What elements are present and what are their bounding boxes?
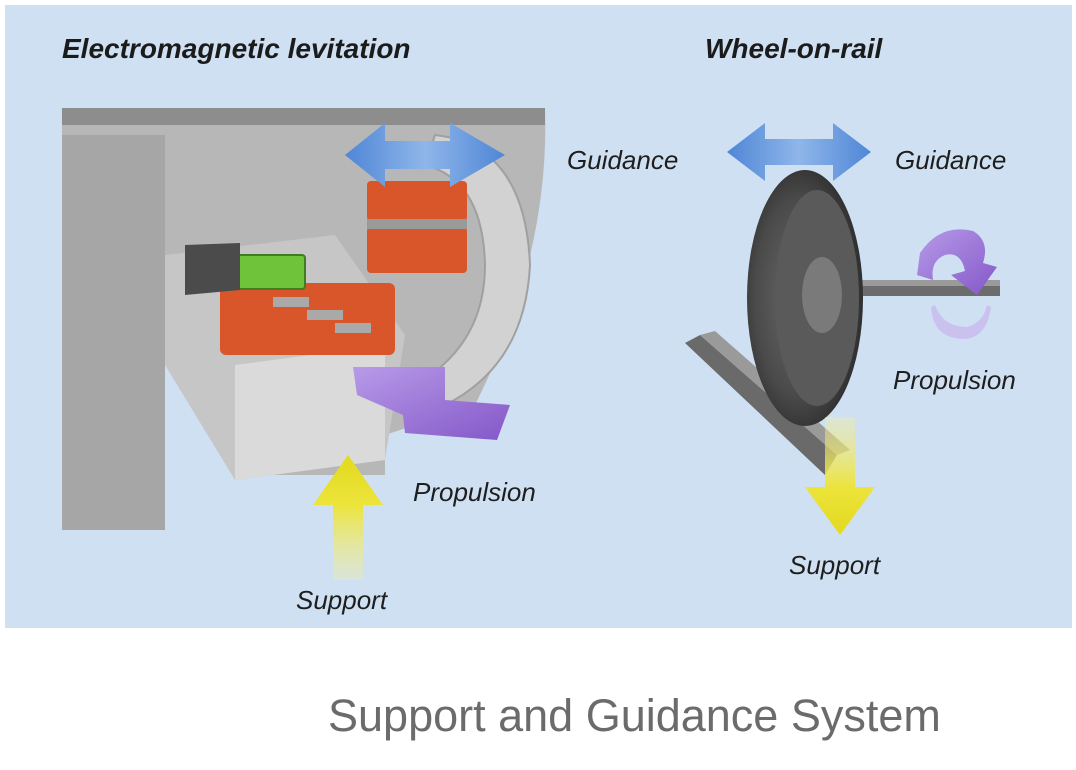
title-wheel-on-rail: Wheel-on-rail: [705, 33, 883, 64]
rotation-arrow-tail: [931, 305, 991, 339]
magnet-slot: [307, 310, 343, 320]
support-arrow-down-icon: [805, 417, 875, 535]
diagram-panel: Electromagnetic levitation Wheel-on-rail…: [5, 5, 1072, 628]
magnet-slot: [273, 297, 309, 307]
label-guidance-right: Guidance: [895, 145, 1007, 175]
guidance-arrow-icon: [345, 123, 505, 187]
magnet-slot: [335, 323, 371, 333]
title-electromagnetic-levitation: Electromagnetic levitation: [62, 33, 411, 64]
propulsion-arrow-icon: [353, 367, 510, 440]
label-support-right: Support: [789, 550, 881, 580]
wheel-hub: [802, 257, 842, 333]
caption: Support and Guidance System: [328, 690, 941, 741]
rotation-arrow-icon: [917, 229, 997, 295]
wheel-on-rail-assembly: [685, 170, 1000, 475]
vehicle-side-panel: [62, 135, 165, 530]
vehicle-roof-edge: [62, 108, 545, 125]
guidance-arrow-right-icon: [727, 123, 871, 181]
label-guidance-left: Guidance: [567, 145, 679, 175]
guidance-magnet-lower: [367, 227, 467, 273]
label-propulsion-left: Propulsion: [413, 477, 536, 507]
sensor-box: [236, 254, 306, 290]
support-arrow-up-icon: [313, 455, 383, 580]
axle-highlight: [825, 280, 1000, 286]
maglev-vehicle-section: [62, 108, 546, 530]
rail: [685, 335, 837, 475]
guideway-face: [235, 345, 385, 480]
label-propulsion-right: Propulsion: [893, 365, 1016, 395]
illustration: [62, 108, 1000, 580]
label-support-left: Support: [296, 585, 388, 615]
cable-duct: [185, 243, 240, 295]
magnet-divider: [367, 219, 467, 229]
guidance-magnet-upper: [367, 181, 467, 221]
